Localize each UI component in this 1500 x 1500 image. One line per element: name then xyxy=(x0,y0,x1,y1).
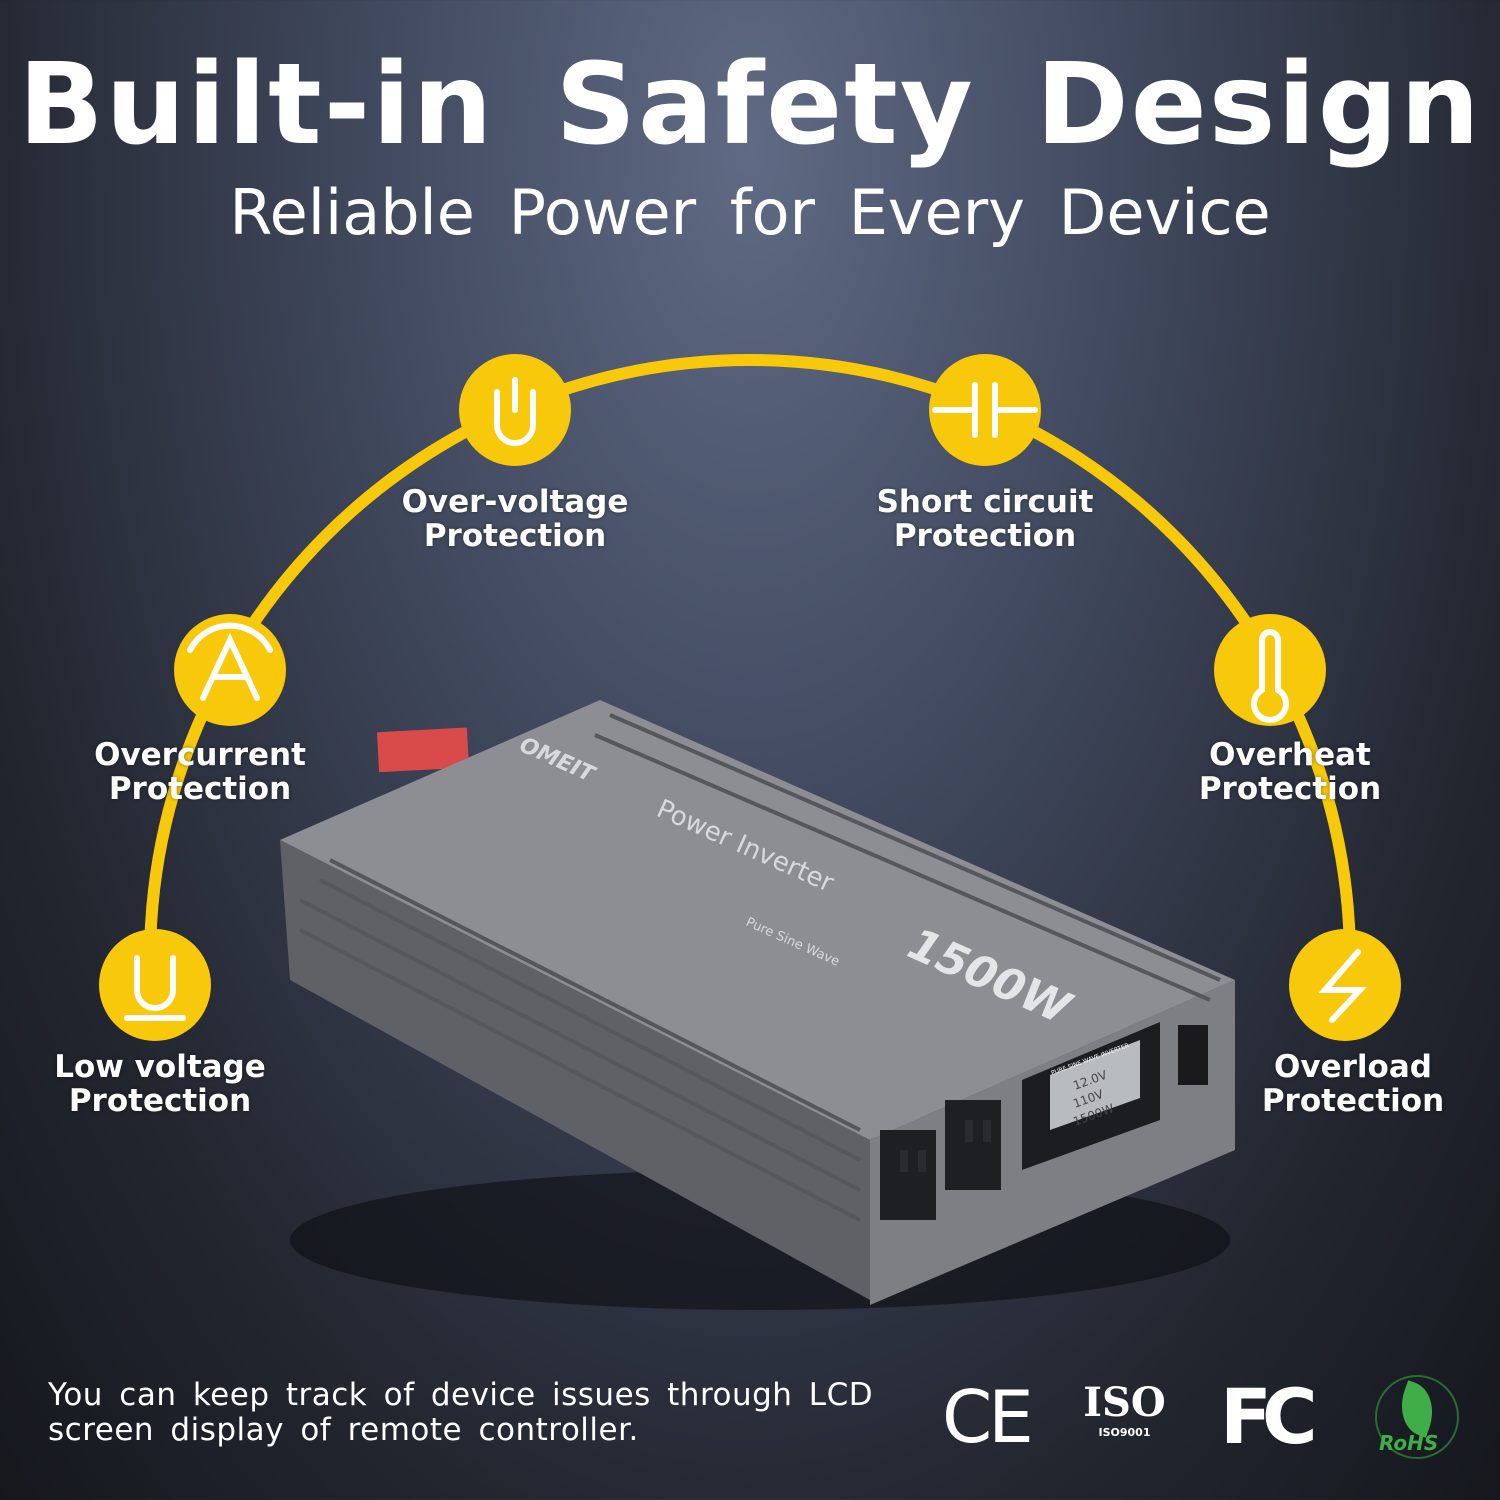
feature-subtitle: Protection xyxy=(1198,771,1382,807)
iso-subtext: ISO9001 xyxy=(1098,1426,1151,1439)
leaf-icon xyxy=(1391,1380,1443,1438)
feature-title: Overheat xyxy=(1209,737,1371,773)
feature-title: Overcurrent xyxy=(94,737,306,773)
fcc-logo: FC xyxy=(1220,1372,1318,1461)
iso-text: ISO xyxy=(1083,1379,1166,1426)
page-subtitle: Reliable Power for Every Device xyxy=(229,176,1271,249)
feature-subtitle: Protection xyxy=(423,518,607,554)
feature-title: Short circuit xyxy=(876,484,1094,520)
feature-short-circuit: Short circuit Protection xyxy=(825,485,1145,553)
thermometer-icon xyxy=(1251,629,1289,723)
voltage-u-icon xyxy=(124,955,186,1021)
feature-subtitle: Protection xyxy=(1261,1083,1445,1119)
feature-title: Low voltage xyxy=(54,1049,266,1085)
feature-overheat: Overheat Protection xyxy=(1130,738,1450,806)
feature-title: Overload xyxy=(1274,1049,1432,1085)
rohs-logo: RoHS xyxy=(1375,1375,1459,1459)
feature-subtitle: Protection xyxy=(68,1083,252,1119)
power-plug-icon xyxy=(494,377,536,446)
footer-note: You can keep track of device issues thro… xyxy=(48,1377,874,1448)
lightning-icon xyxy=(1318,949,1367,1023)
feature-subtitle: Protection xyxy=(893,518,1077,554)
feature-subtitle: Protection xyxy=(108,771,292,807)
inverter-product-image xyxy=(280,700,1235,1310)
feature-overcurrent: Overcurrent Protection xyxy=(40,738,360,806)
rohs-text: RoHS xyxy=(1379,1431,1439,1455)
iso-logo: ISO ISO9001 xyxy=(1082,1379,1167,1440)
feature-title: Over-voltage xyxy=(401,484,629,520)
page-title: Built-in Safety Design xyxy=(18,40,1482,170)
feature-over-voltage: Over-voltage Protection xyxy=(355,485,675,553)
ampere-icon xyxy=(187,622,273,701)
feature-overload: Overload Protection xyxy=(1193,1050,1500,1118)
feature-low-voltage: Low voltage Protection xyxy=(0,1050,320,1118)
capacitor-icon xyxy=(932,382,1038,438)
ce-logo: CE xyxy=(942,1375,1034,1459)
